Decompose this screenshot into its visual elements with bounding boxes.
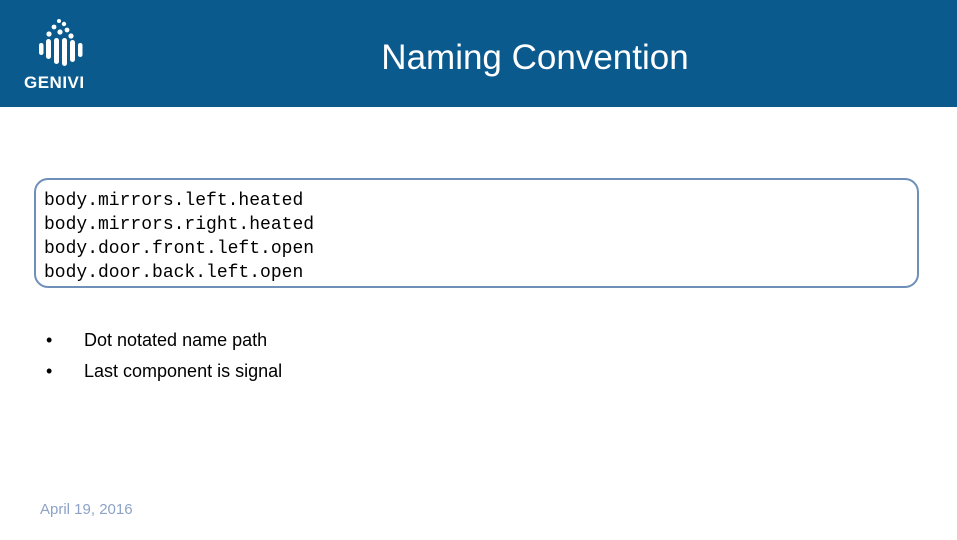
code-line: body.door.back.left.open [44,263,304,283]
code-example-box: body.mirrors.left.heated body.mirrors.ri… [34,178,919,288]
genivi-logo-icon [39,19,83,66]
code-line: body.mirrors.left.heated [44,191,304,211]
bullet-marker: • [46,330,53,350]
bullet-text: Last component is signal [84,361,283,381]
genivi-logo: GENIVI [24,18,110,94]
bullet-marker: • [46,361,53,381]
bullet-text: Dot notated name path [84,330,268,350]
slide-header: GENIVI Naming Convention [0,0,957,107]
slide-date: April 19, 2016 [40,501,133,518]
code-line: body.mirrors.right.heated [44,215,315,235]
code-line: body.door.front.left.open [44,239,315,259]
page-title: Naming Convention [381,38,689,77]
logo-wordmark: GENIVI [24,73,85,92]
